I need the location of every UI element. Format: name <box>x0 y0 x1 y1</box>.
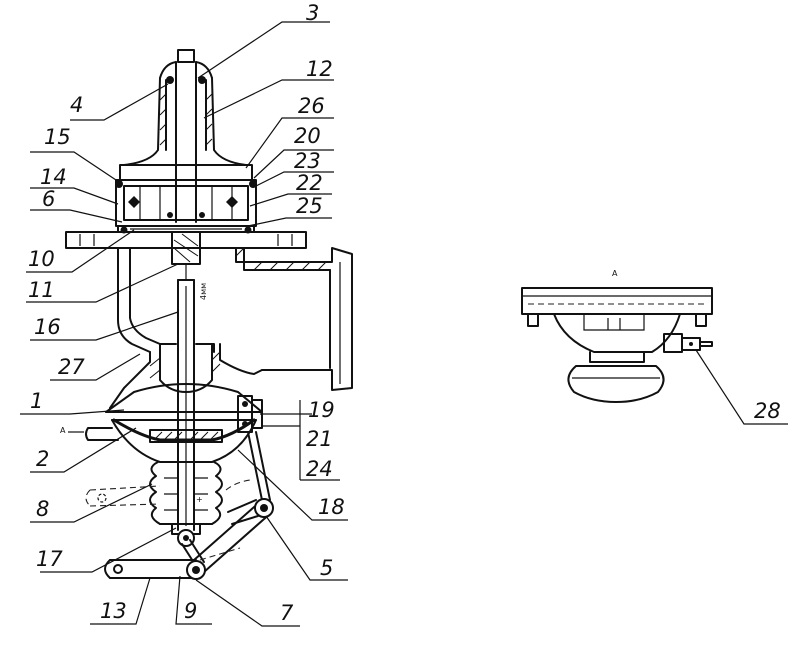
callout-15: 15 <box>44 125 71 149</box>
callout-13: 13 <box>100 599 127 623</box>
callout-12: 12 <box>306 57 333 81</box>
svg-text:+: + <box>196 495 203 504</box>
callout-16: 16 <box>34 315 61 339</box>
callout-22: 22 <box>296 171 323 195</box>
callout-5: 5 <box>320 556 333 580</box>
callout-8: 8 <box>36 497 49 521</box>
callout-4: 4 <box>70 93 83 117</box>
sectional-view: 4мм A <box>20 1 353 627</box>
callout-10: 10 <box>28 247 55 271</box>
upper-stem <box>123 49 247 223</box>
callout-27: 27 <box>58 355 85 379</box>
view-marker: A <box>612 269 618 278</box>
view-a: A 28 <box>521 269 788 425</box>
lever-system <box>85 479 274 580</box>
callout-1: 1 <box>30 389 43 413</box>
callout-11: 11 <box>28 278 55 302</box>
bonnet-housing <box>65 164 307 249</box>
center-plug <box>171 231 201 280</box>
bellows: + <box>149 461 223 535</box>
callout-17: 17 <box>36 547 63 571</box>
callout-26: 26 <box>298 94 325 118</box>
diaphragm-chamber: A <box>60 383 271 501</box>
section-marker: A <box>60 426 66 435</box>
main-stem <box>177 279 195 531</box>
callout-23: 23 <box>294 149 321 173</box>
callout-numbers: 3 4 12 26 15 20 23 14 22 6 25 10 11 16 2… <box>28 1 345 625</box>
callout-19: 19 <box>308 398 335 422</box>
valve-body: 4мм <box>109 247 353 409</box>
callout-21: 21 <box>306 427 333 451</box>
callout-25: 25 <box>296 194 323 218</box>
callout-20: 20 <box>294 124 321 148</box>
dimension-text: 4мм <box>199 283 208 300</box>
callout-24: 24 <box>306 457 333 481</box>
callout-28: 28 <box>754 399 781 423</box>
callout-18: 18 <box>318 495 345 519</box>
callout-9: 9 <box>184 599 197 623</box>
callout-7: 7 <box>280 601 294 625</box>
callout-3: 3 <box>306 1 319 25</box>
callout-14: 14 <box>40 165 67 189</box>
leader-lines <box>20 21 348 627</box>
callout-2: 2 <box>36 447 49 471</box>
callout-6: 6 <box>42 187 55 211</box>
